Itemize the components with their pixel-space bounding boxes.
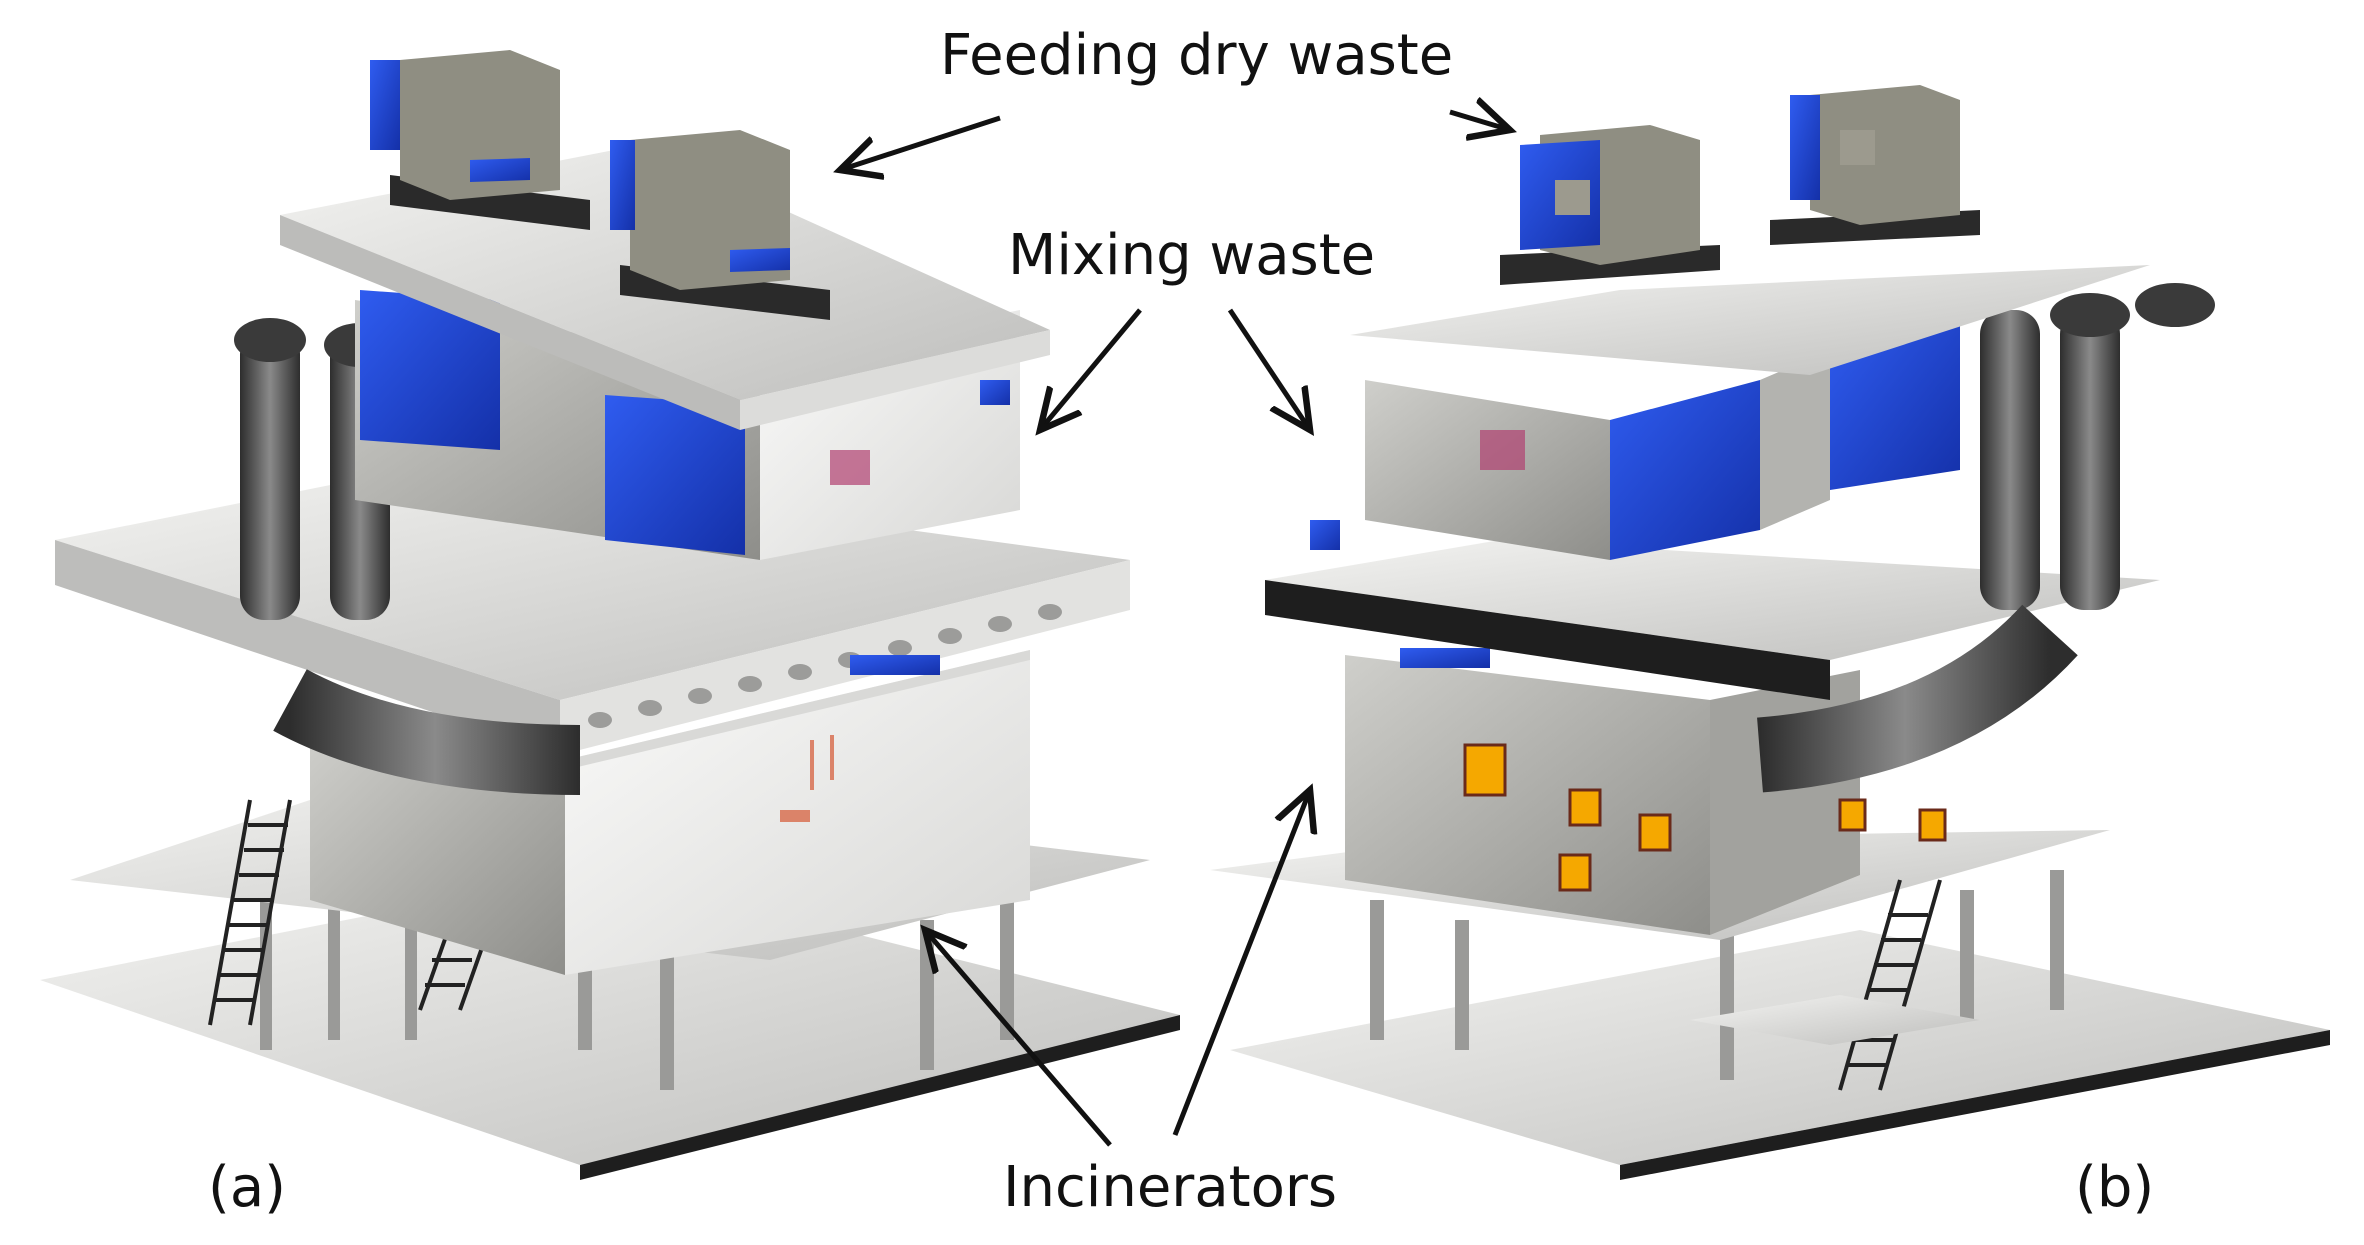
feeder-b-2 — [1770, 85, 1980, 245]
support-legs-b — [1370, 870, 2064, 1080]
arrow-icon — [840, 115, 1001, 170]
mid-slab-b — [1265, 540, 2160, 660]
stairs-b — [1838, 879, 1942, 1091]
label-panel-a: (a) — [208, 1155, 287, 1220]
arrow-icon — [925, 930, 1112, 1147]
arrow-icon — [1040, 308, 1142, 430]
feeder-a-1 — [370, 50, 590, 230]
ground-slab-b — [1230, 930, 2330, 1165]
feeder-a-2 — [610, 130, 830, 320]
incinerator-windows — [1463, 743, 1947, 892]
panel-a-structure — [40, 50, 1180, 1180]
arrow-icon — [1172, 790, 1310, 1136]
label-feeding-dry-waste: Feeding dry waste — [940, 23, 1454, 88]
label-incinerators: Incinerators — [1003, 1155, 1338, 1220]
label-panel-b: (b) — [2075, 1155, 2155, 1220]
panel-b-structure — [1210, 85, 2330, 1180]
ducts-b — [1756, 283, 2215, 793]
annotation-arrows — [840, 112, 1510, 1147]
top-slab-b — [1350, 265, 2150, 375]
feeder-b-1 — [1500, 125, 1720, 285]
arrow-icon — [1449, 112, 1510, 130]
ground-slab-a — [40, 870, 1180, 1165]
arrow-icon — [1227, 308, 1310, 430]
incinerator-b — [1345, 655, 1710, 935]
label-mixing-waste: Mixing waste — [1008, 223, 1376, 288]
